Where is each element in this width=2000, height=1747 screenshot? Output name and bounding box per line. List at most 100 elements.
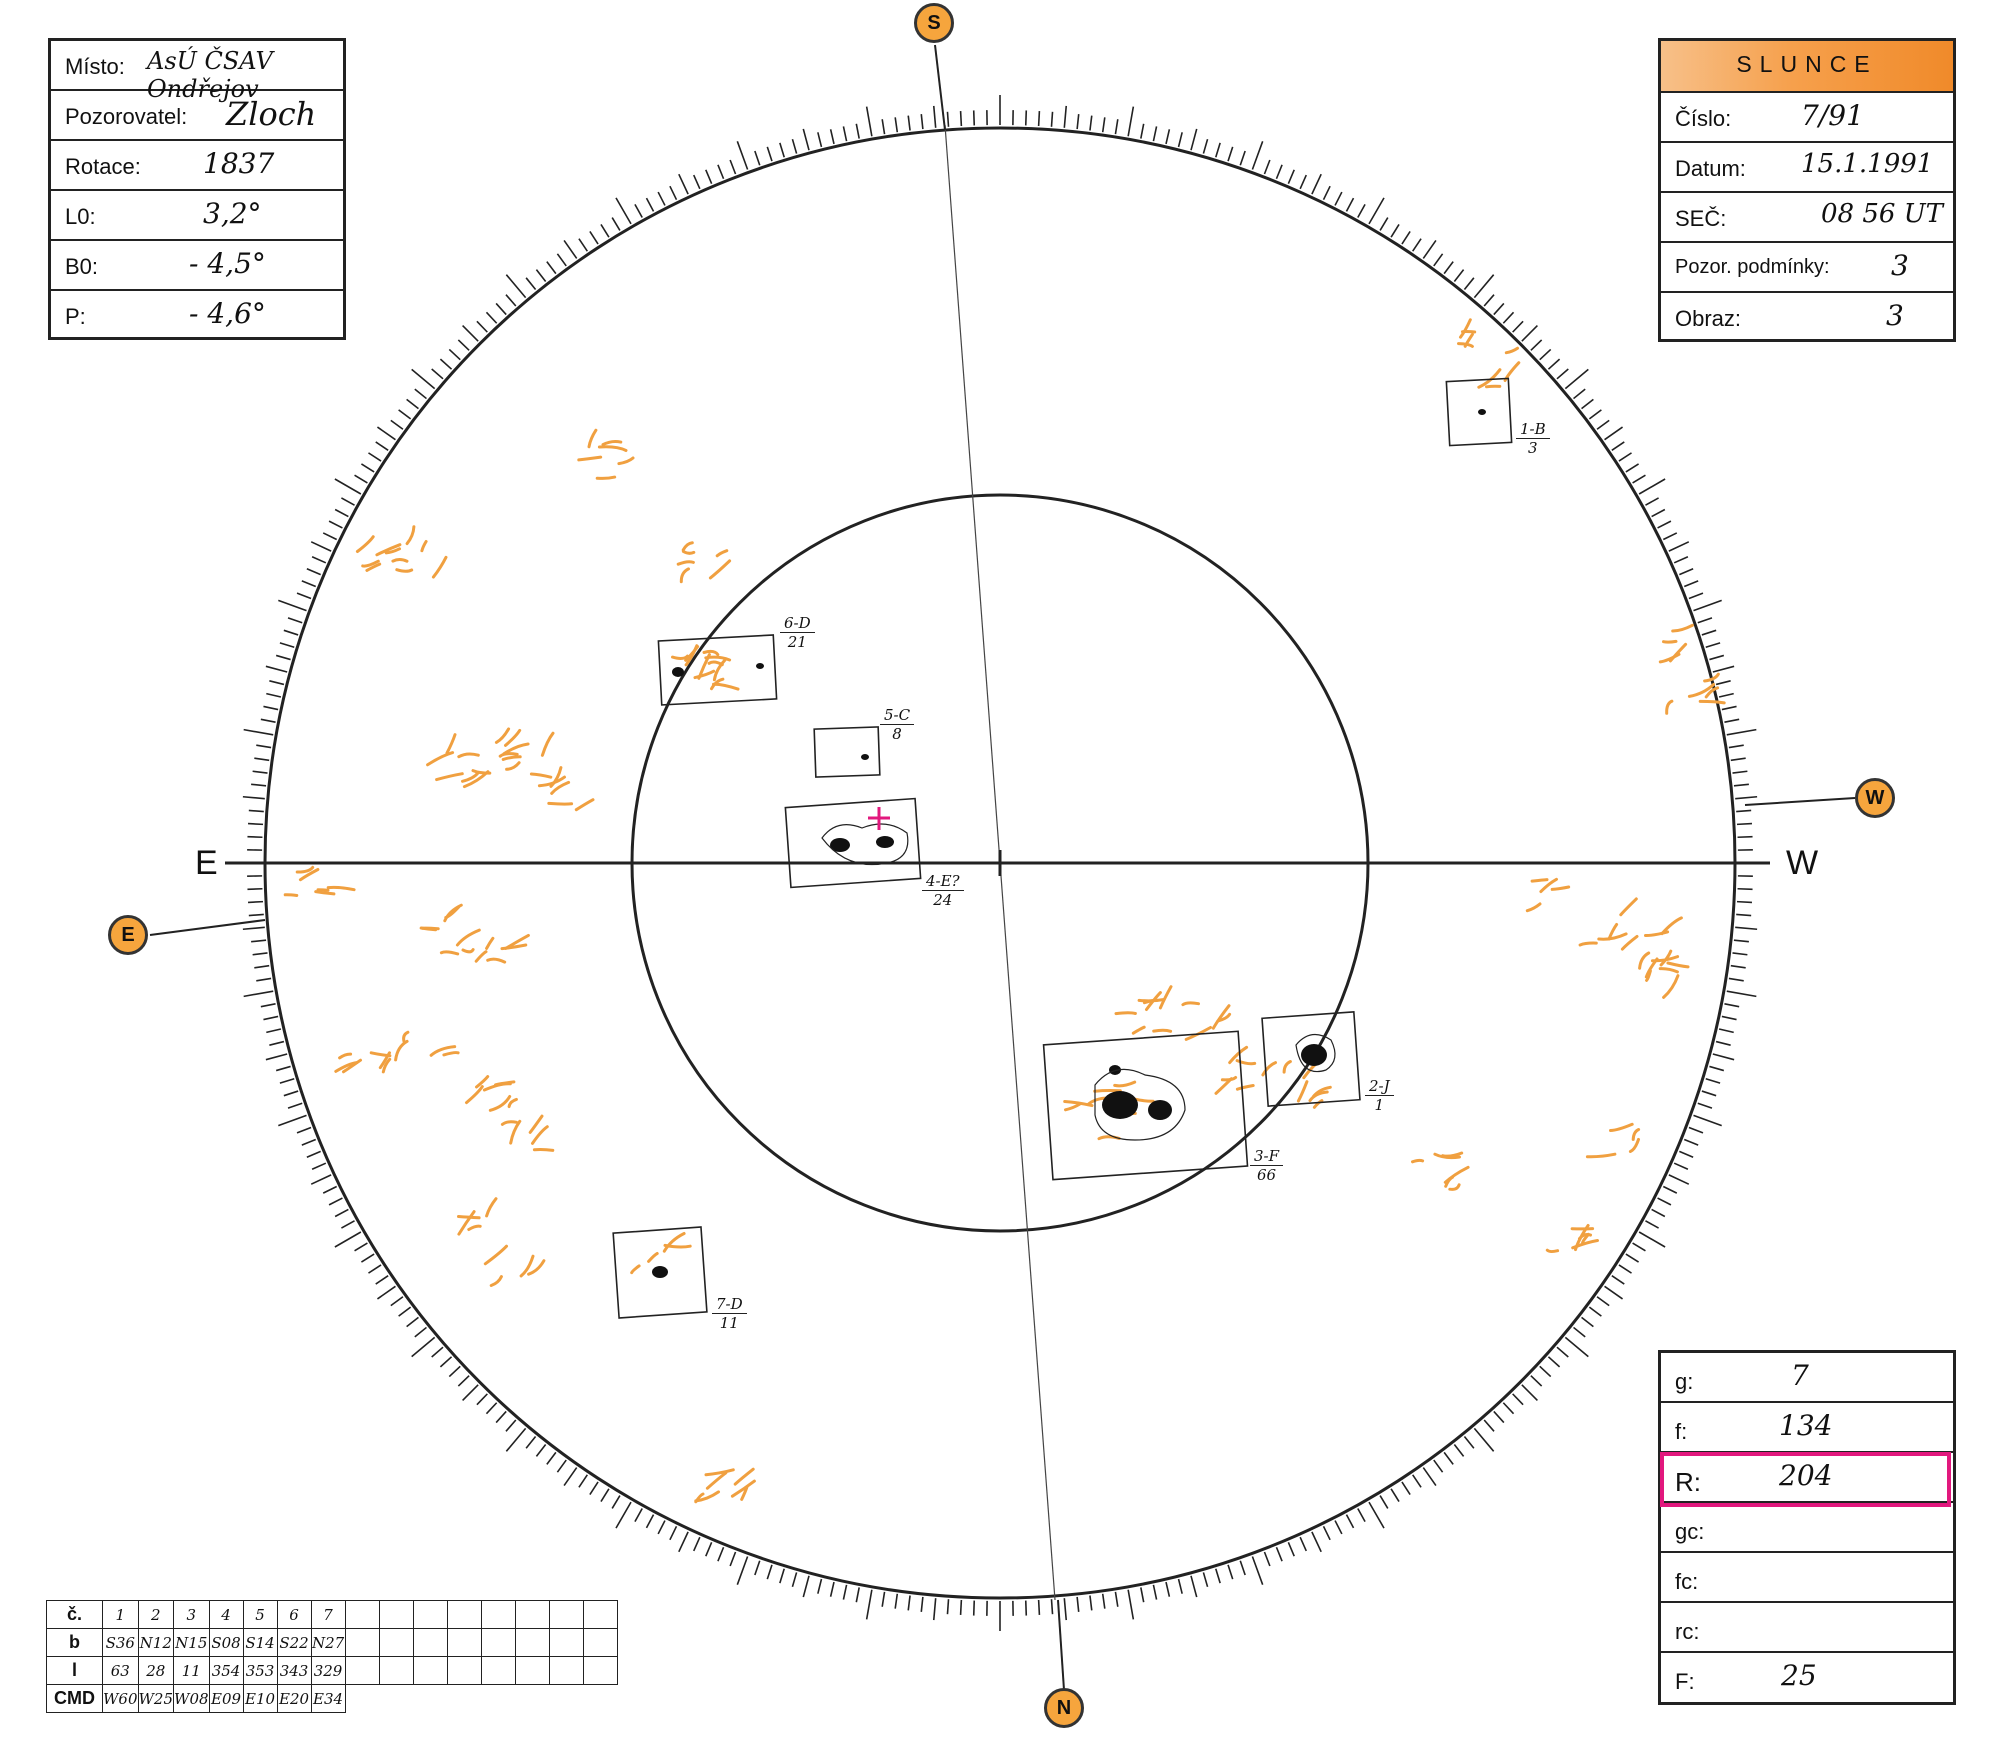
- scale-tick: [1737, 835, 1753, 839]
- scale-tick: [1547, 1356, 1561, 1368]
- scale-tick: [1502, 1402, 1515, 1415]
- facula-stroke: [1463, 332, 1474, 348]
- scale-tick: [1539, 348, 1552, 361]
- facula-stroke: [395, 568, 414, 573]
- scale-tick: [1604, 426, 1624, 441]
- group-count: 1: [1374, 1096, 1385, 1114]
- scale-tick: [1556, 1346, 1569, 1358]
- row-p: P: - 4,6°: [51, 291, 343, 341]
- scale-tick: [1732, 770, 1748, 774]
- table-cell: S08: [208, 1628, 244, 1657]
- scale-tick: [287, 617, 303, 624]
- scale-tick: [972, 1600, 976, 1616]
- scale-tick: [296, 592, 312, 600]
- facula-stroke: [455, 928, 481, 947]
- scale-tick: [1596, 419, 1610, 430]
- scale-tick: [556, 1459, 567, 1473]
- scale-tick: [1693, 1114, 1722, 1127]
- scale-tick: [865, 1589, 873, 1620]
- scale-tick: [242, 926, 265, 931]
- scale-tick: [1287, 169, 1295, 184]
- table-cell: W60: [102, 1684, 139, 1713]
- scale-tick: [1564, 1336, 1589, 1358]
- scale-tick: [791, 1572, 798, 1588]
- facula-stroke: [617, 456, 635, 466]
- facula-stroke: [597, 445, 628, 452]
- scale-tick: [301, 1138, 317, 1146]
- scale-tick: [411, 368, 436, 390]
- scale-tick: [1625, 1253, 1640, 1263]
- row-f: f: 134: [1661, 1403, 1953, 1453]
- scale-tick: [920, 1596, 924, 1612]
- scale-tick: [1657, 1197, 1672, 1206]
- scale-tick: [645, 1514, 655, 1529]
- scale-tick: [242, 795, 265, 800]
- table-cell: W25: [137, 1684, 175, 1713]
- f-label: f:: [1675, 1419, 1688, 1444]
- facula-stroke: [1459, 318, 1472, 339]
- scale-tick: [251, 939, 267, 943]
- facula-stroke: [1485, 384, 1502, 389]
- facula-stroke: [1687, 683, 1716, 698]
- scale-tick: [476, 320, 488, 333]
- group-count: 66: [1256, 1166, 1277, 1184]
- scale-tick: [1101, 117, 1106, 133]
- scale-tick: [322, 1185, 338, 1194]
- l0-value: 3,2°: [203, 197, 262, 230]
- scale-tick: [1712, 665, 1735, 673]
- label-east: E: [195, 844, 218, 882]
- scale-tick: [1736, 809, 1752, 813]
- facula-stroke: [540, 731, 555, 757]
- scale-tick: [1443, 1451, 1454, 1465]
- scale-tick: [1632, 1242, 1646, 1252]
- scale-tick: [779, 1568, 785, 1584]
- scale-tick: [505, 294, 517, 307]
- scale-tick: [589, 231, 599, 245]
- table-cell: E34: [310, 1684, 346, 1713]
- scale-tick: [368, 452, 382, 462]
- table-row-cmd: CMD W60 W25 W08 E09 E10 E20 E34: [46, 1684, 618, 1713]
- scale-tick: [1668, 1174, 1690, 1185]
- scale-tick: [705, 169, 713, 184]
- facula-stroke: [1550, 885, 1571, 891]
- table-cell: 343: [276, 1656, 312, 1685]
- facula-stroke: [485, 936, 495, 950]
- scale-tick: [341, 497, 355, 506]
- scale-tick: [1311, 173, 1322, 195]
- w-pointer-line: [1744, 797, 1856, 806]
- facula-stroke: [1443, 1165, 1470, 1184]
- scale-tick: [894, 1593, 899, 1609]
- scale-tick: [1190, 128, 1198, 151]
- scale-tick: [1611, 1275, 1625, 1285]
- scale-tick: [717, 164, 725, 180]
- facula-stroke: [1609, 1122, 1634, 1132]
- misto-value: AsÚ ČSAV Ondřejov: [147, 47, 273, 103]
- scale-tick: [1737, 887, 1753, 891]
- scale-tick: [334, 508, 349, 518]
- group-box-7: [612, 1226, 708, 1319]
- sec-label: SEČ:: [1675, 206, 1727, 231]
- facula-stroke: [435, 772, 464, 782]
- table-row-number: č. 1 2 3 4 5 6 7: [46, 1600, 618, 1629]
- scale-tick: [1539, 1365, 1552, 1378]
- label-west: W: [1786, 844, 1819, 882]
- row-label: č.: [46, 1600, 103, 1629]
- scale-tick: [678, 173, 689, 195]
- scale-tick: [301, 580, 317, 588]
- scale-tick: [1127, 1589, 1135, 1620]
- group-label-2: 2-J 1: [1365, 1077, 1394, 1114]
- scale-tick: [1662, 532, 1678, 541]
- scale-tick: [414, 388, 427, 400]
- scale-tick: [247, 822, 264, 826]
- scale-tick: [1345, 1514, 1355, 1529]
- rc-label: rc:: [1675, 1619, 1700, 1644]
- facula-stroke: [681, 550, 696, 555]
- spot-group-6a: [672, 667, 684, 677]
- scale-tick: [717, 1546, 725, 1562]
- scale-tick: [505, 1419, 517, 1432]
- misto-label: Místo:: [65, 54, 125, 79]
- scale-tick: [692, 174, 701, 190]
- cislo-value: 7/91: [1801, 99, 1864, 132]
- scale-tick: [881, 119, 886, 135]
- facula-stroke: [1703, 672, 1720, 683]
